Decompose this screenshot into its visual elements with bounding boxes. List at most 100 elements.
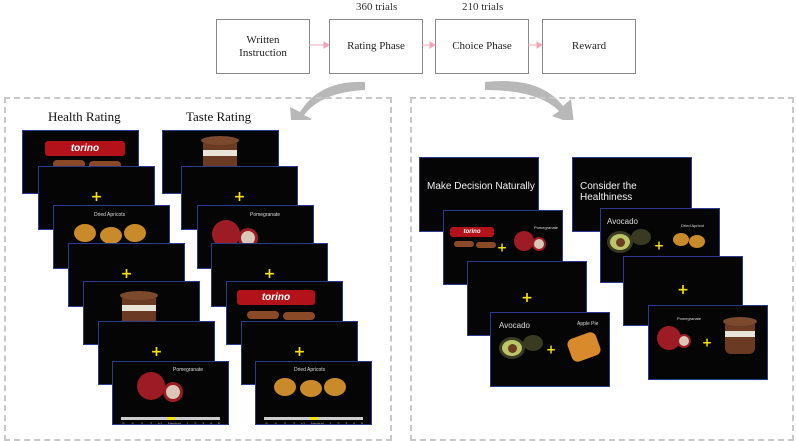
choice-trials-label: 210 trials — [462, 1, 504, 13]
chocolate-stick-icon — [89, 161, 121, 169]
food-label-pomegranate: Pomegranate — [534, 225, 559, 230]
food-label-pomegranate: Pomegranate — [173, 367, 204, 373]
chocolate-stick-icon — [476, 242, 496, 248]
rating-trials-label: 360 trials — [356, 1, 398, 13]
food-label-apple-pie: Apple Pie — [577, 321, 599, 327]
scale-tick-label: 5 — [217, 421, 220, 425]
natural-slide-avocado-vs-pie: Avocado + Apple Pie — [490, 312, 610, 387]
fixation-cross-icon: + — [90, 189, 103, 206]
fixation-cross-icon: + — [233, 189, 246, 206]
curved-arrow-left-icon — [290, 81, 365, 120]
avocado-icon — [523, 335, 543, 351]
food-label-pomegranate: Pomegranate — [250, 212, 281, 218]
flow-arrows — [290, 41, 574, 120]
scale-tick-label: Neutral — [167, 421, 181, 425]
rating-scale — [121, 417, 220, 420]
apple-pie-icon — [565, 330, 603, 364]
avocado-icon — [607, 231, 633, 253]
fixation-cross-icon: + — [521, 289, 533, 306]
instruction-line2: Instruction — [239, 46, 287, 59]
apricot-icon — [673, 233, 689, 246]
apricot-icon — [100, 227, 122, 244]
chocolate-stick-icon — [283, 312, 315, 320]
rating-phase-panel — [4, 97, 392, 441]
scale-tick-label: Neutral — [310, 421, 324, 425]
scale-tick-label: 1 — [329, 421, 332, 425]
pomegranate-half-icon — [677, 334, 691, 348]
fixation-cross-icon: + — [545, 341, 557, 356]
curved-arrow-right-icon — [485, 81, 574, 120]
pomegranate-icon — [137, 372, 165, 400]
pomegranate-half-icon — [532, 237, 546, 251]
fixation-cross-icon: + — [701, 334, 713, 349]
ice-cream-cup-icon — [723, 317, 757, 354]
fixation-cross-icon: + — [677, 282, 689, 299]
torino-bar-icon: torino — [45, 141, 125, 156]
food-label-dried-apricots: Dried Apricots — [294, 367, 326, 373]
scale-tick-label: +1 — [300, 421, 306, 425]
food-label-dried-apricots: Dried Apricots — [94, 212, 126, 218]
apricot-icon — [324, 378, 346, 396]
choice-phase-panel — [410, 97, 794, 441]
rating-phase-box: Rating Phase — [329, 19, 423, 74]
chocolate-stick-icon — [454, 241, 474, 247]
food-label-avocado: Avocado — [499, 321, 530, 330]
avocado-icon — [499, 337, 525, 359]
arrow-icon — [309, 41, 543, 49]
torino-brand-text: torino — [261, 292, 291, 303]
chocolate-stick-icon — [53, 160, 85, 168]
health-rating-heading: Health Rating — [48, 109, 121, 124]
food-label-pomegranate: Pomegranate — [677, 316, 702, 321]
scale-tick-label: 3 — [202, 421, 205, 425]
apricot-icon — [689, 235, 705, 248]
scale-tick-label: 5 — [360, 421, 363, 425]
scale-tick-label: 2 — [337, 421, 340, 425]
fixation-cross-icon: + — [120, 266, 133, 283]
pomegranate-half-icon — [163, 382, 183, 402]
scale-tick-label: -4 — [130, 421, 134, 425]
scale-tick-label: -3 — [139, 421, 143, 425]
scale-marker — [309, 417, 318, 420]
scale-tick-label: +1 — [157, 421, 163, 425]
torino-brand-text: torino — [463, 229, 481, 235]
apricot-icon — [124, 224, 146, 242]
scale-tick-label: 2 — [194, 421, 197, 425]
scale-tick-label: -5 — [121, 421, 125, 425]
scale-marker — [166, 417, 175, 420]
chocolate-stick-icon — [247, 311, 279, 319]
apricot-icon — [300, 380, 322, 397]
reward-box: Reward — [542, 19, 636, 74]
instruction-line1: Written — [246, 33, 280, 46]
scale-tick-label: 1 — [186, 421, 189, 425]
fixation-cross-icon: + — [263, 266, 276, 283]
scale-tick-label: 3 — [345, 421, 348, 425]
rating-scale — [264, 417, 363, 420]
scale-tick-label: 4 — [209, 421, 213, 425]
torino-bar-icon: torino — [237, 290, 315, 305]
scale-tick-label: -3 — [282, 421, 286, 425]
fixation-cross-icon: + — [293, 344, 306, 361]
fixation-cross-icon: + — [653, 237, 665, 252]
pomegranate-icon — [514, 231, 534, 251]
food-label-dried-apricot: Dried Apricot — [681, 223, 704, 228]
apricot-icon — [74, 224, 96, 242]
written-instruction-box: Written Instruction — [216, 19, 310, 74]
scale-tick-label: -2 — [291, 421, 296, 425]
scale-tick-label: -5 — [264, 421, 268, 425]
avocado-icon — [631, 229, 651, 245]
choice-phase-box: Choice Phase — [435, 19, 529, 74]
health-slide-pomegranate-vs-icecream: Pomegranate + — [648, 305, 768, 380]
apricot-icon — [274, 378, 296, 396]
food-label-avocado: Avocado — [607, 217, 638, 226]
scale-tick-label: -2 — [148, 421, 153, 425]
scale-tick-label: -4 — [273, 421, 277, 425]
torino-brand-text: torino — [70, 143, 100, 154]
fixation-cross-icon: + — [150, 344, 163, 361]
scale-tick-label: 4 — [352, 421, 356, 425]
health-instruction-label: Consider the Healthiness — [580, 181, 637, 203]
taste-rating-heading: Taste Rating — [186, 109, 252, 124]
